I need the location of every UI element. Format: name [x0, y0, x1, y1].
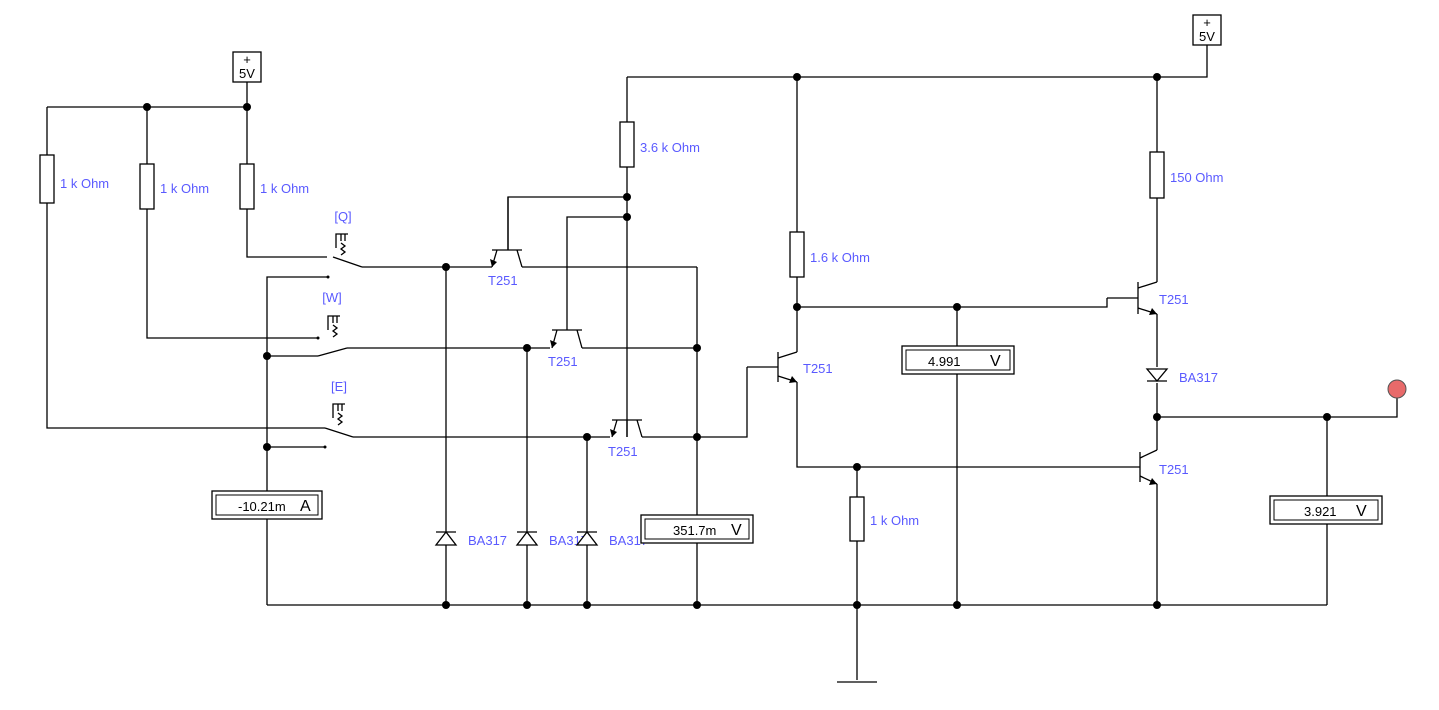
junction-node: [263, 443, 271, 451]
junction-node: [693, 433, 701, 441]
transistor-t2: T251: [548, 329, 583, 369]
resistor-label: 1.6 k Ohm: [810, 250, 870, 265]
supply-5v-right: + 5V: [1192, 14, 1222, 46]
transistor-label: T251: [608, 444, 638, 459]
switch-key: [E]: [331, 379, 347, 394]
junction-node: [793, 73, 801, 81]
switch-key: [Q]: [334, 209, 351, 224]
diode-d4: BA317: [1145, 368, 1218, 385]
supply-sign: +: [1203, 15, 1211, 30]
supply-sign: +: [243, 52, 251, 67]
transistor-label: T251: [548, 354, 578, 369]
transistor-label: T251: [1159, 462, 1189, 477]
transistor-t4: T251: [777, 351, 833, 383]
transistor-t3: T251: [608, 419, 643, 459]
junction-node: [1153, 73, 1161, 81]
diode-label: BA317: [609, 533, 648, 548]
meter-value: -10.21m: [238, 499, 286, 514]
junction-node: [953, 303, 961, 311]
supply-value: 5V: [239, 66, 255, 81]
transistor-label: T251: [1159, 292, 1189, 307]
switch-key: [W]: [322, 290, 342, 305]
wires: [46, 45, 1398, 680]
meter-unit: V: [731, 522, 742, 539]
transistor-t1: T251: [488, 197, 523, 288]
diode-label: BA317: [1179, 370, 1218, 385]
transistor-t6: T251: [1139, 449, 1189, 485]
supply-value: 5V: [1199, 29, 1215, 44]
transistor-t5: T251: [1107, 281, 1189, 315]
switch-e[interactable]: [E]: [323, 379, 354, 449]
meter-value: 4.991: [928, 354, 961, 369]
diode-d3: BA317: [575, 530, 648, 548]
resistor-label: 1 k Ohm: [60, 176, 109, 191]
transistor-label: T251: [803, 361, 833, 376]
junction-node: [523, 601, 531, 609]
output-probe-indicator: [1387, 379, 1407, 399]
meter-unit: V: [1356, 503, 1367, 520]
resistor-label: 150 Ohm: [1170, 170, 1223, 185]
junction-node: [693, 344, 701, 352]
junction-node: [793, 303, 801, 311]
meter-value: 3.921: [1304, 504, 1337, 519]
voltmeter-2: 4.991 V: [901, 345, 1015, 375]
ammeter: -10.21m A: [211, 490, 323, 520]
junction-node: [1153, 413, 1161, 421]
junction-node: [623, 193, 631, 201]
resistor-label: 1 k Ohm: [870, 513, 919, 528]
resistor-r3: 1 k Ohm: [239, 163, 309, 210]
junction-node: [853, 601, 861, 609]
junction-node: [1153, 601, 1161, 609]
resistor-r7: 1 k Ohm: [849, 496, 919, 542]
junction-node: [263, 352, 271, 360]
junction-node: [243, 103, 251, 111]
diode-label: BA317: [468, 533, 507, 548]
junction-node: [953, 601, 961, 609]
junction-node: [442, 263, 450, 271]
resistor-r5: 1.6 k Ohm: [789, 231, 870, 278]
junction-node: [693, 601, 701, 609]
voltmeter-1: 351.7m V: [640, 514, 754, 544]
meter-unit: V: [990, 353, 1001, 370]
resistor-r1: 1 k Ohm: [39, 154, 109, 204]
resistor-r4: 3.6 k Ohm: [619, 121, 700, 168]
switch-q[interactable]: [Q]: [326, 209, 363, 279]
voltmeter-3: 3.921 V: [1269, 495, 1383, 525]
meter-unit: A: [300, 498, 311, 515]
junction-node: [583, 601, 591, 609]
junction-nodes: [143, 73, 1331, 609]
resistor-label: 3.6 k Ohm: [640, 140, 700, 155]
meter-value: 351.7m: [673, 523, 716, 538]
junction-node: [623, 213, 631, 221]
switch-w[interactable]: [W]: [316, 290, 348, 357]
resistor-r2: 1 k Ohm: [139, 163, 209, 210]
transistor-label: T251: [488, 273, 518, 288]
junction-node: [853, 463, 861, 471]
junction-node: [523, 344, 531, 352]
resistor-label: 1 k Ohm: [160, 181, 209, 196]
resistor-label: 1 k Ohm: [260, 181, 309, 196]
junction-node: [583, 433, 591, 441]
diode-d1: BA317: [434, 530, 507, 548]
supply-5v-left: + 5V: [232, 51, 262, 83]
junction-node: [143, 103, 151, 111]
junction-node: [442, 601, 450, 609]
junction-node: [1323, 413, 1331, 421]
resistor-r6: 150 Ohm: [1149, 151, 1223, 199]
